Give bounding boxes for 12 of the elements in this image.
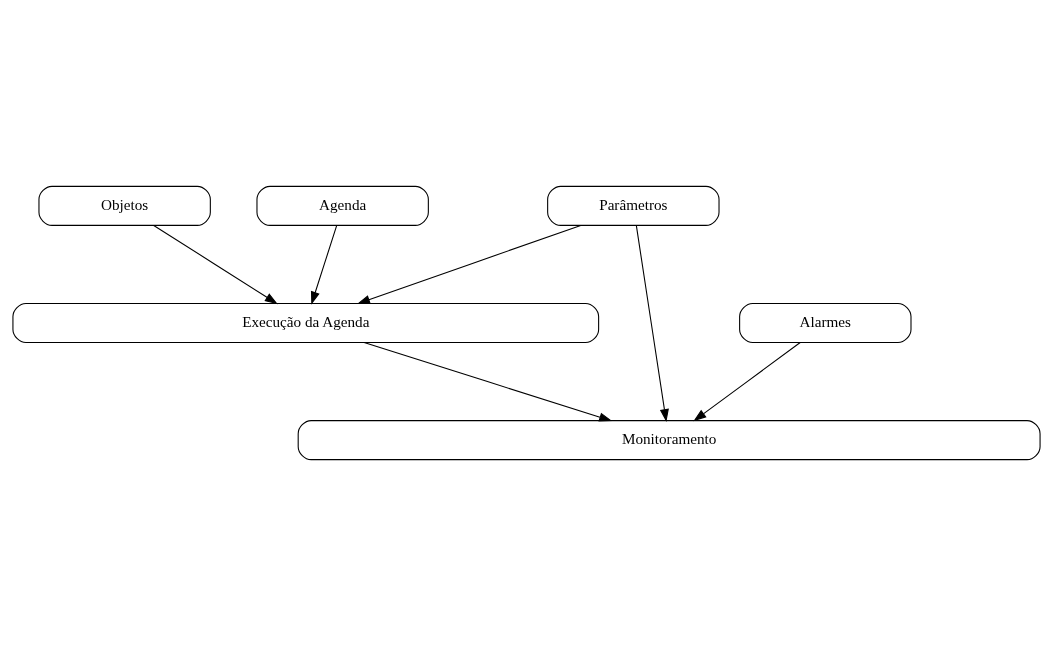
arrow: [357, 224, 582, 304]
node-box: Parâmetros: [547, 185, 720, 226]
arrow: [153, 224, 278, 304]
node-box: Objetos: [38, 185, 211, 226]
arrow: [693, 341, 801, 421]
node-box: Monitoramento: [297, 419, 1041, 460]
arrow: [363, 341, 613, 421]
arrow: [310, 224, 338, 305]
node-box: Execução da Agenda: [12, 302, 600, 343]
node-box: Agenda: [256, 185, 429, 226]
node-box: Alarmes: [739, 302, 912, 343]
arrow: [635, 224, 669, 422]
